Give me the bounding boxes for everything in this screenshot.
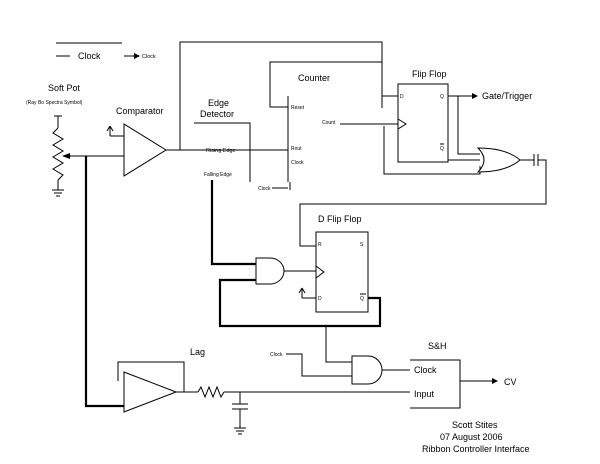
lag-label: Lag: [190, 347, 205, 357]
legend-arrow-icon: [134, 53, 140, 59]
comparator-opamp-icon: [123, 123, 167, 177]
sh-clock-in: Clock: [270, 352, 283, 358]
counter-pin-count: Count: [322, 120, 336, 126]
softpot-title: Soft Pot: [48, 83, 81, 93]
sh-input-pin: Input: [414, 389, 435, 399]
sh-label: S&H: [428, 341, 447, 351]
dflipflop-pin-d: D: [318, 296, 322, 302]
falling-edge-wire: [210, 180, 256, 266]
dflipflop-pin-s: S: [360, 242, 364, 248]
softpot-to-lag-wire: [84, 156, 124, 408]
comparator-to-ff-wire: [179, 41, 398, 150]
counter-pin-clock: Clock: [291, 160, 304, 166]
edge-detector-pin-rising: Rising Edge: [206, 148, 236, 154]
cap-to-dff-wire: [299, 159, 547, 247]
flipflop-pin-q: Q: [440, 94, 444, 100]
lag-resistor-icon: [197, 385, 225, 399]
q-to-or-wire: [457, 96, 480, 155]
flipflop-pin-d: D: [400, 94, 404, 100]
sh-and-gate-icon: [351, 355, 383, 385]
credit-project: Ribbon Controller Interface: [422, 444, 530, 454]
cv-arrow-icon: [492, 378, 498, 384]
softpot-subtitle: (Ray Bo Spectra Symbol): [26, 100, 83, 106]
edge-detector-title-2: Detector: [200, 109, 234, 119]
counter-pin-reset: Reset: [291, 105, 305, 111]
sh-block: [410, 359, 461, 409]
lag-feedback-wire: [117, 361, 185, 392]
credit-author: Scott Stites: [452, 420, 498, 430]
dflipflop-pin-q: Q: [360, 296, 364, 302]
comparator-ref-arrow-icon: [106, 125, 111, 132]
dff-to-sh-wire: [325, 326, 352, 363]
edge-detector-block: [194, 122, 251, 182]
and-gate-icon: [255, 257, 285, 285]
cv-label: CV: [504, 377, 517, 387]
credit-date: 07 August 2006: [440, 432, 503, 442]
edge-detector-title-1: Edge: [208, 98, 229, 108]
dflipflop-clock-icon: [315, 265, 325, 279]
counter-pin-rout: Rout: [291, 146, 302, 152]
flipflop-title: Flip Flop: [412, 69, 447, 79]
softpot-resistor-icon: [52, 127, 64, 181]
sh-clock-pin: Clock: [414, 365, 437, 375]
counter-title: Counter: [298, 73, 330, 83]
flipflop-pin-qbar: Q: [440, 146, 444, 152]
counter-reset-wire: [269, 61, 383, 108]
gate-out-label: Gate/Trigger: [482, 91, 532, 101]
legend-clock-label: Clock: [78, 51, 101, 61]
counter-pin-clock2: Clock: [258, 186, 271, 192]
gate-out-arrow-icon: [472, 93, 478, 99]
softpot-wiper-icon: [62, 153, 70, 159]
dflipflop-title: D Flip Flop: [318, 214, 362, 224]
flipflop-clock-icon: [397, 118, 407, 130]
dflipflop-pin-r: R: [318, 242, 322, 248]
dff-feedback-wire: [218, 278, 382, 328]
or-gate-icon: [476, 147, 521, 173]
flipflop-block: [397, 83, 449, 163]
legend-clock-small: Clock: [142, 54, 156, 60]
edge-detector-pin-falling: Falling Edge: [204, 172, 232, 178]
comparator-label: Comparator: [116, 106, 164, 116]
lag-opamp-icon: [123, 371, 178, 413]
